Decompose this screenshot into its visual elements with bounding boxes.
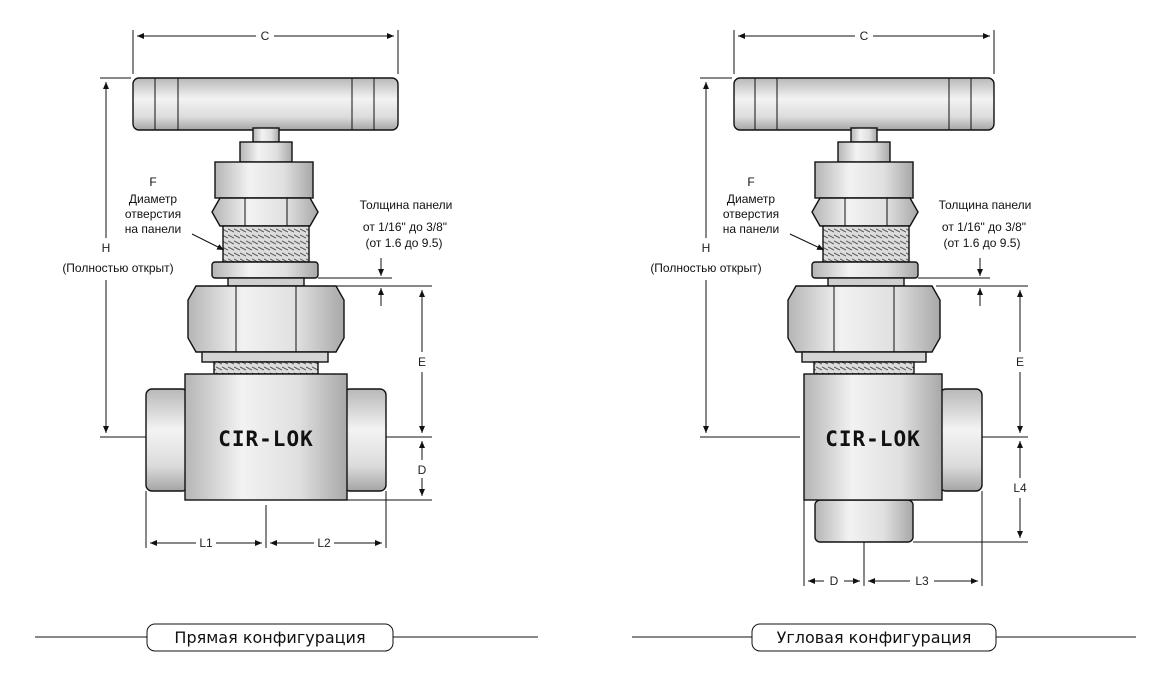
dim-d: D bbox=[418, 463, 427, 477]
dim-l1: L1 bbox=[199, 536, 213, 550]
thread bbox=[822, 225, 910, 263]
bonnet bbox=[837, 141, 891, 163]
panel-nut-lower bbox=[211, 261, 319, 279]
h-note: (Полностью открыт) bbox=[62, 261, 173, 275]
bonnet bbox=[239, 141, 293, 163]
panel-range-mm: (от 1.6 до 9.5) bbox=[366, 236, 443, 250]
thread bbox=[222, 225, 310, 263]
dim-l3: L3 bbox=[915, 574, 929, 588]
dim-c: C bbox=[261, 29, 270, 43]
h-note: (Полностью открыт) bbox=[650, 261, 761, 275]
caption-box-straight bbox=[146, 623, 394, 652]
dim-l2: L2 bbox=[317, 536, 331, 550]
packing-nut bbox=[814, 161, 914, 199]
dim-l4: L4 bbox=[1013, 481, 1027, 495]
brand-logo: CIR-LOK bbox=[218, 427, 314, 451]
f-label-line2: Диаметр bbox=[727, 192, 776, 206]
dim-h: H bbox=[702, 241, 711, 255]
angle-configuration: CIR-LOK C H (Полностью открыт) F Диаметр… bbox=[632, 29, 1136, 652]
hex-nut bbox=[787, 285, 941, 353]
f-label-line3: отверстия bbox=[125, 207, 181, 221]
panel-title: Толщина панели bbox=[360, 198, 453, 212]
hex-nut bbox=[187, 285, 345, 353]
dim-h: H bbox=[102, 241, 111, 255]
dim-c: C bbox=[860, 29, 869, 43]
caption-straight: Прямая конфигурация bbox=[174, 628, 365, 647]
stem bbox=[850, 127, 878, 143]
f-label-line4: на панели bbox=[125, 222, 181, 236]
packing-nut bbox=[214, 161, 314, 199]
dim-e: E bbox=[418, 355, 426, 369]
panel-range-mm: (от 1.6 до 9.5) bbox=[944, 236, 1021, 250]
valve-body bbox=[184, 373, 348, 501]
panel-range-in: от 1/16" до 3/8" bbox=[363, 220, 447, 234]
panel-nut-upper bbox=[211, 197, 319, 227]
panel-title: Толщина панели bbox=[939, 198, 1032, 212]
f-label-line1: F bbox=[747, 175, 754, 189]
port-left bbox=[145, 388, 189, 492]
f-label-line4: на панели bbox=[723, 222, 779, 236]
caption-box-angle bbox=[751, 623, 997, 652]
f-label-line3: отверстия bbox=[723, 207, 779, 221]
brand-logo: CIR-LOK bbox=[825, 427, 921, 451]
straight-configuration: CIR-LOK C H (Полностью открыт) F Диаметр… bbox=[35, 29, 538, 652]
panel-range-in: от 1/16" до 3/8" bbox=[942, 220, 1026, 234]
f-label-line2: Диаметр bbox=[129, 192, 178, 206]
port-right bbox=[343, 388, 387, 492]
caption-angle: Угловая конфигурация bbox=[777, 628, 972, 647]
f-label-line1: F bbox=[149, 175, 156, 189]
stem bbox=[252, 127, 280, 143]
handle bbox=[132, 77, 399, 131]
valve-body bbox=[803, 373, 943, 501]
panel-nut-lower bbox=[811, 261, 919, 279]
port-bottom bbox=[814, 499, 914, 543]
port-right bbox=[939, 388, 983, 492]
panel-nut-upper bbox=[811, 197, 919, 227]
handle bbox=[733, 77, 995, 131]
dim-e: E bbox=[1016, 355, 1024, 369]
dim-d: D bbox=[830, 574, 839, 588]
